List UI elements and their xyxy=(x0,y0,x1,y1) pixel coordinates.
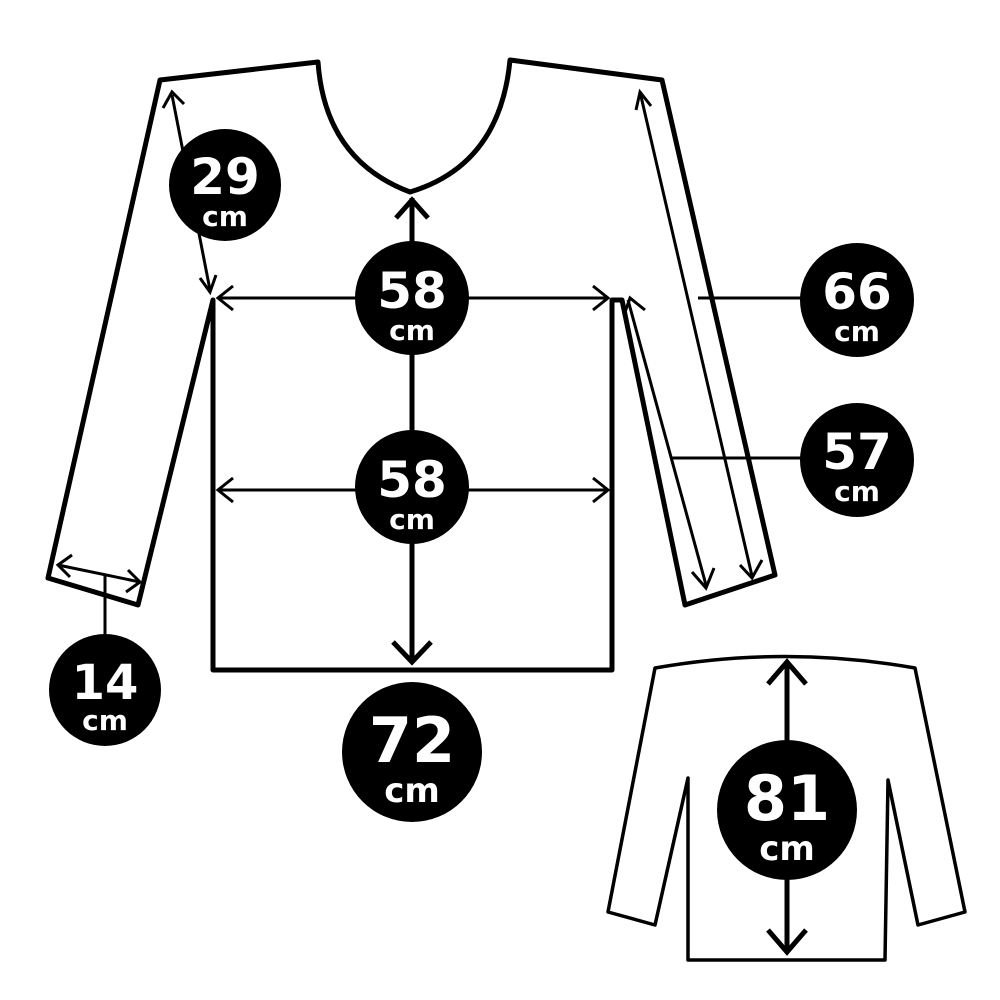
badge-sleeve-inner: 57 cm xyxy=(800,403,914,517)
svg-text:58: 58 xyxy=(377,262,447,320)
badge-cuff: 14 cm xyxy=(49,634,161,746)
badge-front-length: 72 cm xyxy=(342,682,482,822)
badge-sleeve-top: 29 cm xyxy=(169,129,281,241)
svg-text:29: 29 xyxy=(190,148,260,206)
svg-text:cm: cm xyxy=(202,200,248,233)
svg-text:cm: cm xyxy=(389,314,435,347)
svg-text:cm: cm xyxy=(834,475,880,508)
svg-text:57: 57 xyxy=(822,423,892,481)
svg-text:58: 58 xyxy=(377,451,447,509)
badge-chest: 58 cm xyxy=(355,241,469,355)
svg-text:81: 81 xyxy=(744,762,830,835)
badge-sleeve-outer: 66 cm xyxy=(800,243,914,357)
badge-waist: 58 cm xyxy=(355,430,469,544)
svg-text:cm: cm xyxy=(759,829,815,869)
svg-text:cm: cm xyxy=(834,315,880,348)
badge-back-length: 81 cm xyxy=(717,740,857,880)
svg-text:cm: cm xyxy=(82,704,128,737)
svg-text:66: 66 xyxy=(822,263,892,321)
svg-text:cm: cm xyxy=(389,503,435,536)
svg-text:72: 72 xyxy=(369,704,455,777)
svg-text:14: 14 xyxy=(72,655,139,711)
cuff-arrow xyxy=(55,553,143,640)
sleeve-outer-arrow xyxy=(634,88,810,581)
svg-text:cm: cm xyxy=(384,771,440,811)
sleeve-inner-arrow xyxy=(622,295,810,591)
